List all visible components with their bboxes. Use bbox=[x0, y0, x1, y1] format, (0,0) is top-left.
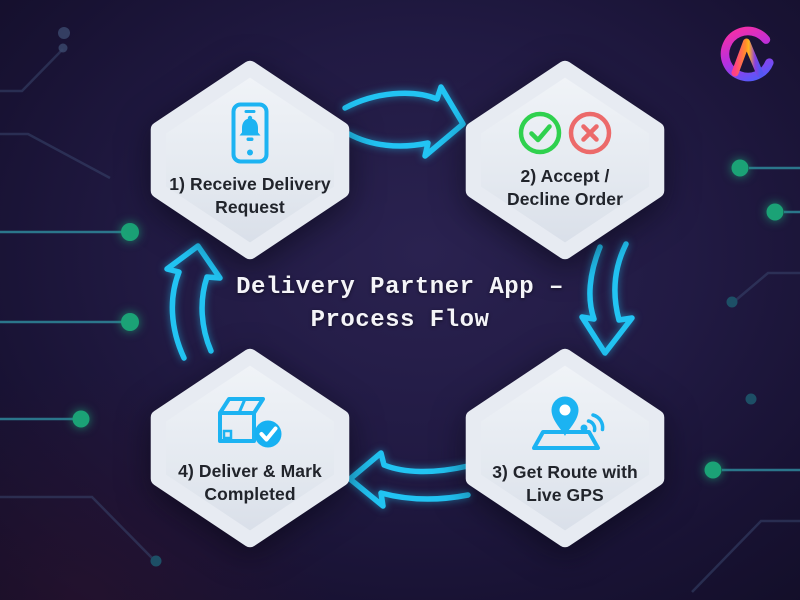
phone-notification-icon bbox=[231, 102, 269, 163]
arrow-up-icon bbox=[164, 243, 223, 361]
step-2-line-1: 2) Accept / bbox=[520, 165, 610, 186]
arrow-right-icon bbox=[342, 84, 466, 159]
circuit-node bbox=[745, 393, 757, 405]
circuit-trace bbox=[0, 48, 64, 93]
step-4-line-1: 4) Deliver & Mark bbox=[178, 460, 322, 481]
step-2-label: 2) Accept / Decline Order bbox=[507, 165, 623, 211]
circuit-trace bbox=[0, 495, 153, 559]
arrow-down-icon bbox=[579, 241, 635, 356]
step-3-label: 3) Get Route with Live GPS bbox=[492, 461, 638, 507]
hexagon-shape bbox=[465, 60, 665, 260]
accept-check-and-decline-cross-icons bbox=[518, 111, 612, 154]
step-node-3: 3) Get Route with Live GPS bbox=[460, 343, 670, 553]
logo-a-caret bbox=[731, 38, 764, 78]
circuit-node-green bbox=[731, 159, 749, 177]
step-1-line-1: 1) Receive Delivery bbox=[169, 173, 331, 194]
step-node-2: 2) Accept / Decline Order bbox=[460, 55, 670, 265]
circuit-trace bbox=[0, 132, 111, 180]
diagram-title-line-2: Process Flow bbox=[310, 307, 490, 334]
step-3-line-1: 3) Get Route with bbox=[492, 461, 638, 482]
circuit-node-green bbox=[704, 461, 722, 479]
step-1-line-2: Request bbox=[215, 196, 285, 217]
step-node-4: 4) Deliver & Mark Completed bbox=[145, 343, 355, 553]
circuit-node-green bbox=[121, 313, 139, 331]
step-3-line-2: Live GPS bbox=[526, 484, 604, 505]
circuit-node bbox=[58, 27, 70, 39]
step-2-line-2: Decline Order bbox=[506, 188, 624, 209]
accept-check-icon bbox=[518, 111, 562, 154]
arrow-left-icon bbox=[347, 450, 471, 509]
step-4-label: 4) Deliver & Mark Completed bbox=[178, 460, 322, 506]
circuit-trace bbox=[735, 271, 800, 301]
decline-cross-icon bbox=[568, 111, 612, 154]
gps-map-pin-icon bbox=[532, 396, 605, 450]
circuit-node bbox=[150, 555, 162, 567]
ca-monogram-logo bbox=[720, 26, 776, 82]
diagram-title-line-1: Delivery Partner App – bbox=[236, 274, 564, 301]
hexagon-shape bbox=[150, 348, 350, 548]
step-1-label: 1) Receive Delivery Request bbox=[169, 173, 330, 219]
diagram-title: Delivery Partner App – Process Flow bbox=[0, 271, 800, 337]
circuit-node bbox=[58, 43, 68, 53]
step-4-line-2: Completed bbox=[204, 483, 296, 504]
circuit-node-green bbox=[766, 203, 784, 221]
circuit-trace bbox=[691, 519, 800, 593]
logo-c-ring bbox=[720, 26, 776, 82]
circuit-node bbox=[726, 296, 738, 308]
circuit-node-green bbox=[121, 223, 139, 241]
circuit-node-green bbox=[72, 410, 90, 428]
step-node-1: 1) Receive Delivery Request bbox=[145, 55, 355, 265]
package-check-icon bbox=[218, 396, 282, 447]
